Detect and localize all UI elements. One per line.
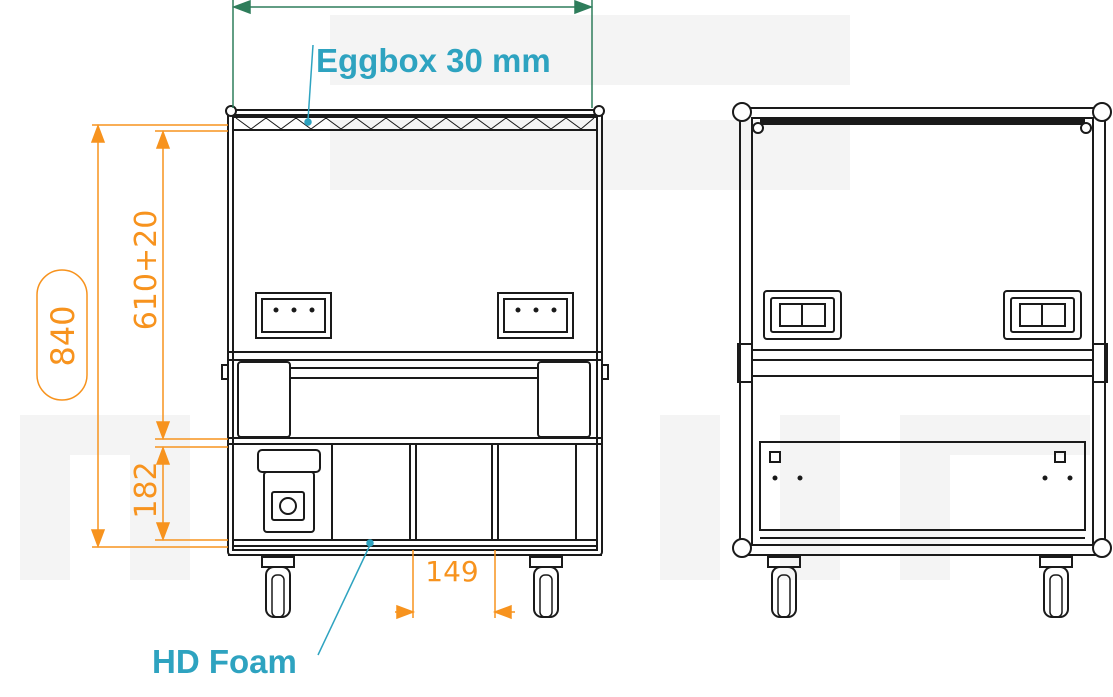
dimension-lines: [90, 123, 515, 620]
watermark: [20, 15, 1090, 580]
upper-height-label: 610+20: [129, 210, 164, 331]
caster-right-2: [1039, 556, 1073, 618]
left-case-view: [221, 105, 609, 618]
compartment-width-label: 149: [425, 555, 478, 588]
eggbox-pattern: [235, 117, 595, 130]
caster-right-1: [767, 556, 801, 618]
top-width-dimension: [231, 0, 594, 108]
right-case-view: [732, 102, 1112, 618]
handle-right-b: [1003, 290, 1082, 340]
fixture: [257, 449, 321, 533]
handle-left-a: [255, 292, 332, 339]
total-height-label: 840: [44, 305, 82, 366]
total-height-badge: [36, 269, 88, 401]
foam-callout: HD Foam: [152, 643, 297, 680]
lower-height-label: 182: [129, 461, 164, 518]
handle-left-b: [497, 292, 574, 339]
caster-left-2: [529, 556, 563, 618]
handle-right-a: [763, 290, 842, 340]
eggbox-callout: Eggbox 30 mm: [316, 42, 551, 79]
caster-left-1: [261, 556, 295, 618]
callout-leaders: [304, 44, 374, 656]
